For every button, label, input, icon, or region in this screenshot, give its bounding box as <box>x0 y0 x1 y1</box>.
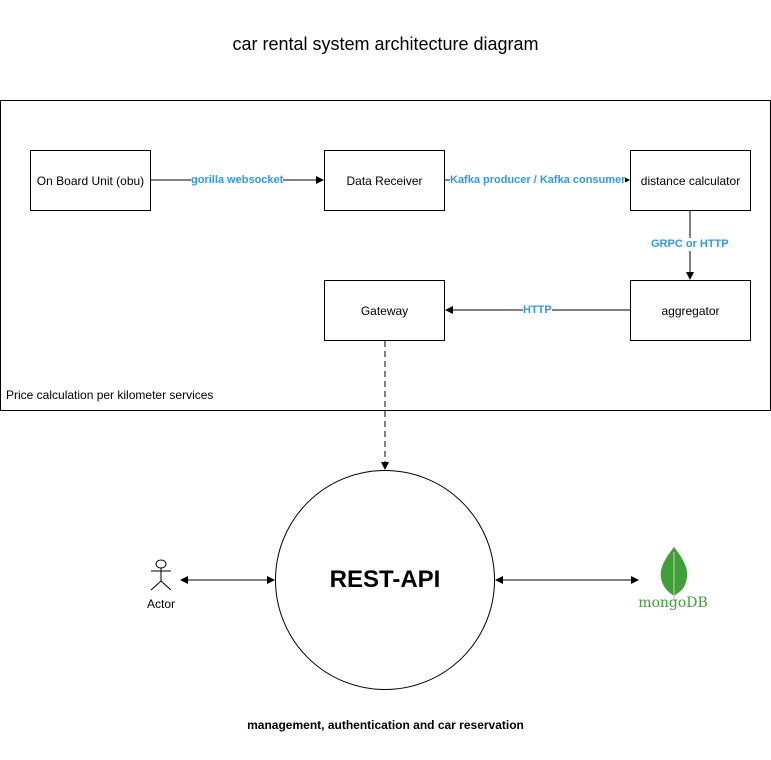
node-gateway-label: Gateway <box>360 303 409 318</box>
node-aggregator-label: aggregator <box>661 303 720 318</box>
edge-label-grpc-or-http: GRPC or HTTP <box>651 238 729 251</box>
node-aggregator: aggregator <box>630 280 751 341</box>
services-container-label: Price calculation per kilometer services <box>6 388 214 402</box>
node-on-board-unit-label: On Board Unit (obu) <box>36 173 145 188</box>
edge-label-gorilla-websocket: gorilla websocket <box>191 174 284 187</box>
actor-icon <box>150 559 172 591</box>
node-gateway: Gateway <box>324 280 445 341</box>
diagram-title: car rental system architecture diagram <box>232 34 539 54</box>
node-on-board-unit: On Board Unit (obu) <box>30 150 151 211</box>
rest-api-description: management, authentication and car reser… <box>247 718 524 732</box>
rest-api-node: REST-API <box>275 470 495 690</box>
node-distance-calculator: distance calculator <box>630 150 751 211</box>
rest-api-label: REST-API <box>329 566 441 593</box>
edge-label-http: HTTP <box>523 304 552 317</box>
mongodb-leaf-icon <box>660 547 688 600</box>
node-data-receiver: Data Receiver <box>324 150 445 211</box>
mongodb-label: mongoDB <box>638 595 708 611</box>
node-distance-calculator-label: distance calculator <box>640 173 741 188</box>
edge-label-kafka: Kafka producer / Kafka consumer <box>450 174 626 187</box>
actor-label: Actor <box>146 597 175 611</box>
node-data-receiver-label: Data Receiver <box>346 173 423 188</box>
